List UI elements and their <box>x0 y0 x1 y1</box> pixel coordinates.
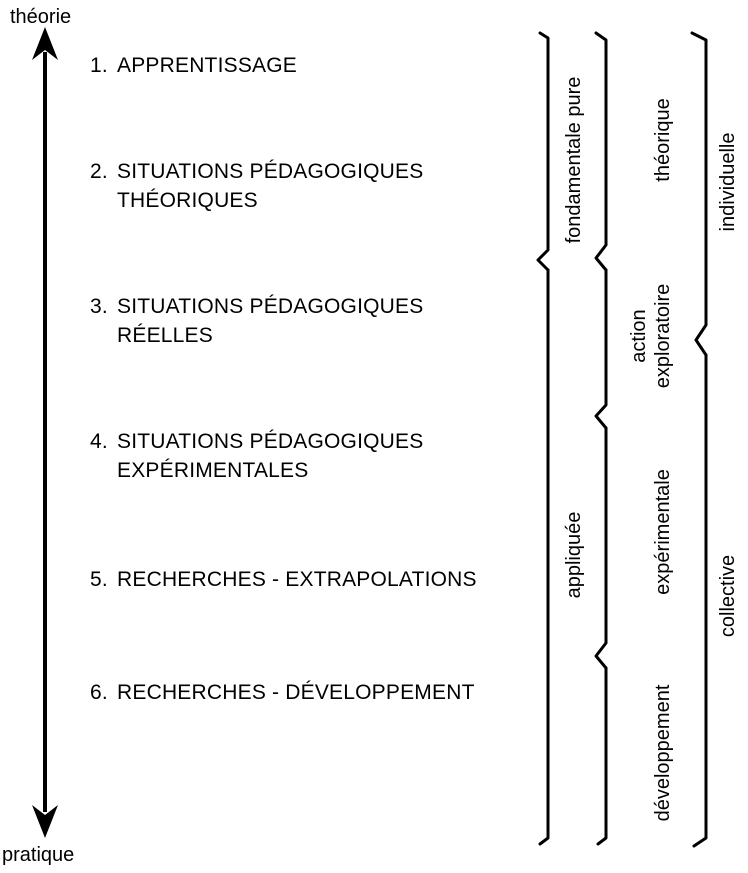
arrow-down-icon <box>32 805 58 838</box>
item-text: SITUATIONS PÉDAGOGIQUES <box>117 160 424 183</box>
label-appliquee: appliquée <box>563 512 585 599</box>
list-item-6: 6. RECHERCHES - DÉVELOPPEMENT <box>90 678 475 707</box>
axis-bottom-label: pratique <box>2 844 75 866</box>
item-text: SITUATIONS PÉDAGOGIQUES <box>117 295 424 318</box>
theory-practice-axis <box>32 27 58 838</box>
brace-action <box>594 268 608 430</box>
item-text-line2: RÉELLES <box>117 324 213 347</box>
item-number: 4. <box>90 430 108 453</box>
arrow-up-icon <box>32 27 58 60</box>
brace-column-research-mode <box>594 31 608 846</box>
item-text: RECHERCHES - EXTRAPOLATIONS <box>117 568 477 591</box>
label-theorique: théorique <box>652 98 674 181</box>
label-experimentale: expérimentale <box>652 469 674 595</box>
item-text-line2: THÉORIQUES <box>117 189 258 212</box>
brace-appliquee <box>538 268 550 846</box>
item-number: 6. <box>90 681 108 704</box>
item-text: RECHERCHES - DÉVELOPPEMENT <box>117 681 475 704</box>
item-text: APPRENTISSAGE <box>117 54 297 77</box>
item-text-line2: EXPÉRIMENTALES <box>117 459 309 482</box>
brace-experimentale <box>594 426 608 670</box>
item-number: 5. <box>90 568 108 591</box>
list-item-5: 5. RECHERCHES - EXTRAPOLATIONS <box>90 565 477 594</box>
brace-column-scope <box>690 31 708 848</box>
brace-developpement <box>596 666 608 846</box>
list-item-1: 1. APPRENTISSAGE <box>90 51 297 80</box>
list-item-4: 4. SITUATIONS PÉDAGOGIQUES EXPÉRIMENTALES <box>90 427 423 485</box>
label-developpement: développement <box>652 684 674 821</box>
item-number: 3. <box>90 295 108 318</box>
list-item-3: 3. SITUATIONS PÉDAGOGIQUES RÉELLES <box>90 292 423 350</box>
brace-collective <box>692 353 708 848</box>
brace-column-research-type <box>536 31 550 846</box>
item-number: 1. <box>90 54 108 77</box>
axis-top-label: théorie <box>10 6 72 28</box>
label-individuelle: individuelle <box>717 133 739 232</box>
list-item-2: 2. SITUATIONS PÉDAGOGIQUES THÉORIQUES <box>90 157 423 215</box>
label-collective: collective <box>717 555 739 637</box>
item-text: SITUATIONS PÉDAGOGIQUES <box>117 430 424 453</box>
brace-fondamentale <box>536 31 550 272</box>
brace-individuelle <box>690 31 708 357</box>
brace-theorique <box>594 31 608 272</box>
label-action: action <box>628 309 650 362</box>
label-fondamentale-pure: fondamentale pure <box>563 77 585 244</box>
label-exploratoire: exploratoire <box>652 284 674 389</box>
item-number: 2. <box>90 160 108 183</box>
